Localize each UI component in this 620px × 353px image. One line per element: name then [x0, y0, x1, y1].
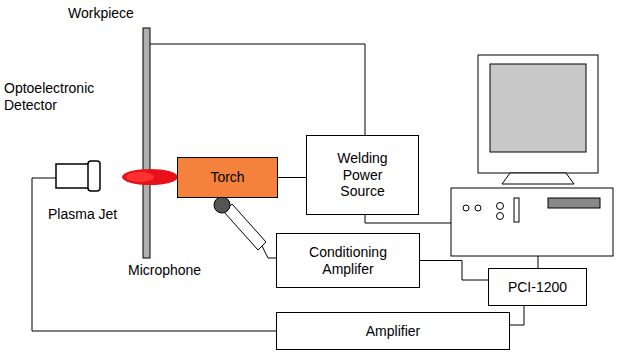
case-led — [475, 205, 481, 211]
detector-wire — [32, 178, 276, 331]
monitor — [478, 55, 598, 173]
power-source-box: Welding Power Source — [306, 135, 419, 215]
part-label: Optoelectronic Detector — [4, 80, 104, 114]
microphone-handle — [224, 204, 266, 250]
microphone-head — [214, 197, 230, 213]
bus-wire — [538, 256, 539, 268]
case-button — [497, 203, 504, 210]
detector-body — [56, 164, 90, 188]
case-led — [463, 205, 469, 211]
part-label: Workpiece — [68, 5, 134, 22]
part-label: Plasma Jet — [48, 206, 117, 223]
box-text: PCI-1200 — [508, 279, 567, 296]
box-text: Torch — [210, 169, 244, 186]
part-label: Microphone — [128, 262, 201, 279]
daq-card-box: PCI-1200 — [488, 268, 587, 306]
case-drive — [548, 198, 600, 208]
torch-box: Torch — [177, 157, 278, 198]
plasma-jet-core — [126, 172, 154, 182]
microphone-wire — [262, 246, 276, 258]
monitor-stand — [502, 173, 574, 184]
power-data-wire — [365, 215, 451, 223]
box-text: Welding Power Source — [327, 150, 399, 200]
detector-lens — [88, 161, 100, 191]
computer-case — [451, 188, 613, 256]
signal-wire — [278, 177, 306, 178]
case-button — [497, 213, 504, 220]
signal-wire — [420, 261, 488, 281]
workpiece-bar — [143, 28, 150, 258]
amplifier-box: Conditioning Amplifer — [276, 233, 420, 288]
case-slot — [514, 198, 519, 222]
box-text: Conditioning Amplifer — [293, 244, 403, 278]
plasma-jet — [122, 169, 178, 185]
monitor-screen — [490, 64, 586, 152]
amplifier-box: Amplifier — [276, 312, 510, 350]
signal-wire — [510, 306, 524, 325]
box-text: Amplifier — [366, 323, 420, 340]
workpiece-wire — [150, 44, 365, 135]
